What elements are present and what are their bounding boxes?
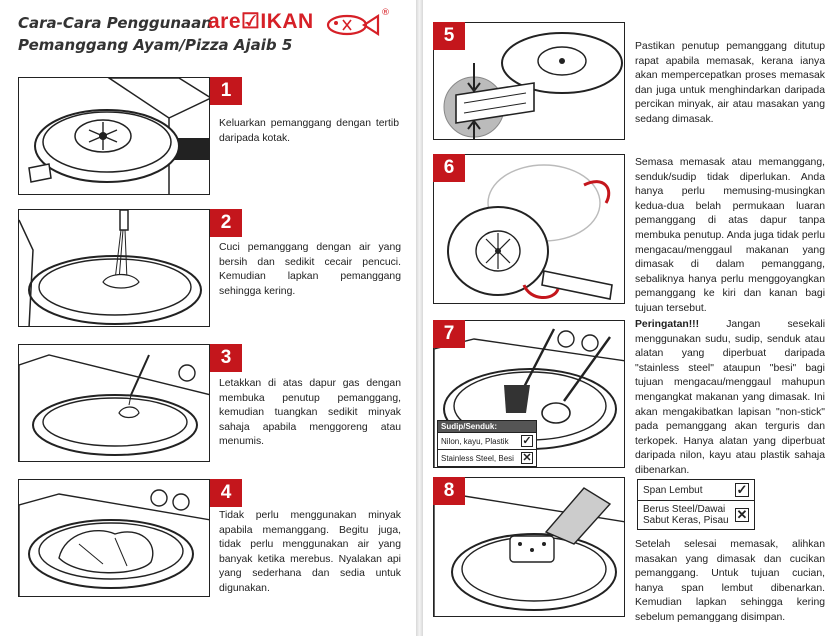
food-in-pan-icon (19, 489, 209, 596)
step-7-text: Peringatan!!! Jangan sesekali menggunaka… (635, 318, 825, 479)
step-5-number: 5 (433, 22, 465, 50)
step-2-number: 2 (210, 209, 242, 237)
utensil-forbidden-label: Stainless Steel, Besi (441, 453, 514, 463)
brand-logo: are☑IKAN (208, 10, 314, 33)
step-1-text: Keluarkan pemanggang dengan tertib darip… (219, 118, 399, 144)
step-6-illustration (433, 154, 625, 304)
sponge-cleaning-icon (434, 487, 624, 616)
washing-pan-icon (19, 210, 202, 326)
left-page: Cara-Cara Penggunaan Pemanggang Ayam/Piz… (0, 0, 416, 636)
step-6-text: Semasa memasak atau memanggang, senduk/s… (635, 157, 825, 314)
cleaning-allowed-label: Span Lembut (643, 484, 703, 496)
flip-pan-icon (447, 164, 613, 300)
fish-logo-icon (326, 13, 380, 37)
step-4-illustration (18, 479, 210, 597)
utensil-allowed-label: Nilon, kayu, Plastik (441, 436, 509, 446)
step-4-number: 4 (210, 479, 242, 507)
utensil-legend: Sudip/Senduk: Nilon, kayu, Plastik ✓ Sta… (437, 420, 537, 467)
title-line-1: Cara-Cara Penggunaan (18, 14, 212, 32)
step-2-illustration (18, 209, 210, 327)
pan-on-stove-icon (19, 354, 209, 461)
step-8-text: Setelah selesai memasak, alihkan masakan… (635, 539, 825, 623)
utensil-legend-row: Nilon, kayu, Plastik ✓ (438, 432, 536, 449)
check-icon: ✓ (521, 435, 533, 447)
cleaning-forbidden-label: Berus Steel/Dawai Sabut Keras, Pisau (643, 504, 729, 526)
step-6-number: 6 (433, 154, 465, 182)
closed-pan-icon (443, 32, 623, 139)
step-4-text: Tidak perlu menggunakan minyak apabila m… (219, 510, 401, 594)
step-8-illustration (433, 477, 625, 617)
step-5-illustration (433, 22, 625, 140)
step-5-text: Pastikan penutup pemanggang ditutup rapa… (635, 41, 825, 125)
registered-mark: ® (381, 8, 390, 18)
cleaning-legend-row: Berus Steel/Dawai Sabut Keras, Pisau ✕ (638, 500, 754, 529)
utensil-legend-title: Sudip/Senduk: (438, 421, 536, 432)
step-3-number: 3 (210, 344, 242, 372)
check-icon: ✓ (735, 482, 749, 497)
cross-icon: ✕ (521, 452, 533, 464)
step-2-text: Cuci pemanggang dengan air yang bersih d… (219, 242, 401, 297)
step-1-number: 1 (210, 77, 242, 105)
page-gutter (416, 0, 423, 636)
right-page: 5 Pastikan penutup pemanggang ditutup ra… (423, 0, 839, 636)
pan-in-box-icon (28, 78, 209, 194)
step-7-number: 7 (433, 320, 465, 348)
cleaning-legend: Span Lembut ✓ Berus Steel/Dawai Sabut Ke… (637, 479, 755, 530)
step-7-body: Jangan sesekali menggunakan sudu, sudip,… (635, 319, 825, 476)
step-1-illustration (18, 77, 210, 195)
step-8-number: 8 (433, 477, 465, 505)
warning-label: Peringatan!!! (635, 319, 700, 330)
step-3-text: Letakkan di atas dapur gas dengan membuk… (219, 378, 401, 448)
cross-icon: ✕ (735, 507, 749, 522)
utensil-legend-row: Stainless Steel, Besi ✕ (438, 449, 536, 466)
title-line-2: Pemanggang Ayam/Pizza Ajaib 5 (18, 36, 293, 54)
cleaning-legend-row: Span Lembut ✓ (638, 480, 754, 500)
step-3-illustration (18, 344, 210, 462)
